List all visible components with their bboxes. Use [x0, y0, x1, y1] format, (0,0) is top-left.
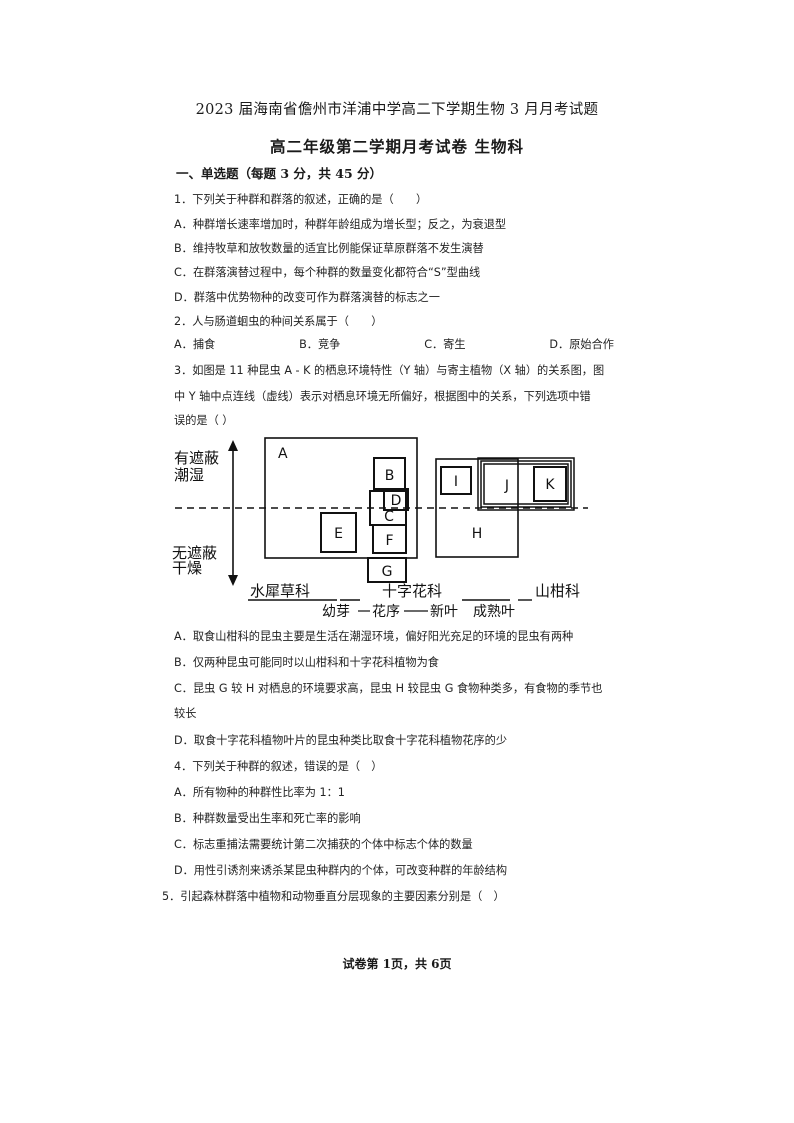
- question-2-stem: 2．人与肠道蛔虫的种间关系属于（ ）: [174, 315, 383, 328]
- box-j-middle: [480, 460, 572, 508]
- x-sub-label-2: 花序: [372, 604, 400, 620]
- section-heading: 一、单选题（每题 3 分，共 45 分）: [176, 166, 383, 181]
- label-g: G: [382, 564, 393, 580]
- question-3-stem-line-1: 3．如图是 11 种昆虫 A - K 的栖息环境特性（Y 轴）与寄主植物（X 轴…: [174, 364, 605, 377]
- label-d: D: [391, 493, 402, 509]
- question-1-option-a: A．种群增长速率增加时，种群年龄组成为增长型；反之，为衰退型: [174, 218, 507, 231]
- box-f: [372, 524, 407, 554]
- box-a: [264, 437, 418, 559]
- x-sub-label-4: 成熟叶: [473, 604, 515, 620]
- y-label-bottom-2: 干燥: [172, 559, 202, 577]
- question-4-option-a: A．所有物种的种群性比率为 1：1: [174, 786, 345, 799]
- box-j: [483, 463, 569, 505]
- question-3-option-b: B．仅两种昆虫可能同时以山柑科和十字花科植物为食: [174, 656, 439, 669]
- y-axis-arrow-down-icon: [228, 575, 238, 586]
- x-sub-label-3: 新叶: [430, 604, 458, 620]
- label-f: F: [385, 533, 393, 549]
- x-label-family-3: 山柑科: [535, 582, 580, 600]
- question-2-option-d: D．原始合作: [549, 338, 614, 351]
- question-4-option-b: B．种群数量受出生率和死亡率的影响: [174, 812, 361, 825]
- question-2-options: A．捕食 B．竞争 C．寄生 D．原始合作: [174, 336, 614, 352]
- question-1-stem: 1．下列关于种群和群落的叙述，正确的是（ ）: [174, 193, 428, 206]
- x-sub-label-1: 幼芽: [322, 604, 350, 620]
- y-axis-arrow-up-icon: [228, 440, 238, 451]
- question-2-option-a: A．捕食: [174, 338, 216, 351]
- question-2-option-b: B．竞争: [299, 338, 341, 351]
- box-j-outer: [477, 457, 575, 511]
- box-h: [435, 458, 519, 558]
- question-4-option-d: D．用性引诱剂来诱杀某昆虫种群内的个体，可改变种群的年龄结构: [174, 864, 508, 877]
- y-label-top-1: 有遮蔽: [174, 449, 219, 467]
- box-k: [533, 466, 567, 502]
- label-e: E: [334, 526, 343, 542]
- box-d: [383, 488, 409, 511]
- question-5-stem: 5．引起森林群落中植物和动物垂直分层现象的主要因素分别是（ ）: [162, 890, 505, 903]
- label-c: C: [384, 509, 394, 525]
- page-footer: 试卷第 1页，共 6页: [342, 957, 452, 971]
- document-title: 2023 届海南省儋州市洋浦中学高二下学期生物 3 月月考试题: [195, 102, 599, 118]
- box-g: [367, 557, 407, 583]
- label-i: I: [454, 474, 458, 490]
- label-j: J: [504, 478, 509, 494]
- label-h: H: [472, 526, 483, 542]
- question-4-option-c: C．标志重捕法需要统计第二次捕获的个体中标志个体的数量: [174, 838, 473, 851]
- label-b: B: [385, 468, 395, 484]
- question-1-option-c: C．在群落演替过程中，每个种群的数量变化都符合“S”型曲线: [174, 266, 481, 279]
- label-k: K: [545, 477, 555, 493]
- question-3-stem-line-3: 误的是（ ）: [174, 414, 234, 427]
- question-3-option-c-line-2: 较长: [174, 707, 197, 720]
- question-3-option-d: D．取食十字花科植物叶片的昆虫种类比取食十字花科植物花序的少: [174, 734, 508, 747]
- question-3-option-c-line-1: C．昆虫 G 较 H 对栖息的环境要求高，昆虫 H 较昆虫 G 食物种类多，有食…: [174, 682, 603, 695]
- insect-habitat-diagram: 有遮蔽 潮湿 无遮蔽 干燥 A B D C E F G H I: [172, 437, 588, 620]
- question-3-stem-line-2: 中 Y 轴中点连线（虚线）表示对栖息环境无所偏好，根据图中的关系，下列选项中错: [174, 390, 591, 403]
- question-1-option-d: D．群落中优势物种的改变可作为群落演替的标志之一: [174, 291, 440, 304]
- question-2-option-c: C．寄生: [424, 338, 466, 351]
- x-label-family-2: 十字花科: [382, 582, 442, 600]
- question-4-stem: 4．下列关于种群的叙述，错误的是（ ）: [174, 760, 383, 773]
- label-a: A: [278, 446, 288, 462]
- box-i: [440, 466, 472, 495]
- question-3-option-a: A．取食山柑科的昆虫主要是生活在潮湿环境，偏好阳光充足的环境的昆虫有两种: [174, 630, 574, 643]
- exam-title: 高二年级第二学期月考试卷 生物科: [270, 137, 524, 156]
- x-label-family-1: 水犀草科: [250, 582, 310, 600]
- y-label-bottom-1: 无遮蔽: [172, 544, 217, 562]
- question-1-option-b: B．维持牧草和放牧数量的适宜比例能保证草原群落不发生演替: [174, 242, 484, 255]
- y-label-top-2: 潮湿: [174, 466, 204, 484]
- box-e: [320, 512, 357, 553]
